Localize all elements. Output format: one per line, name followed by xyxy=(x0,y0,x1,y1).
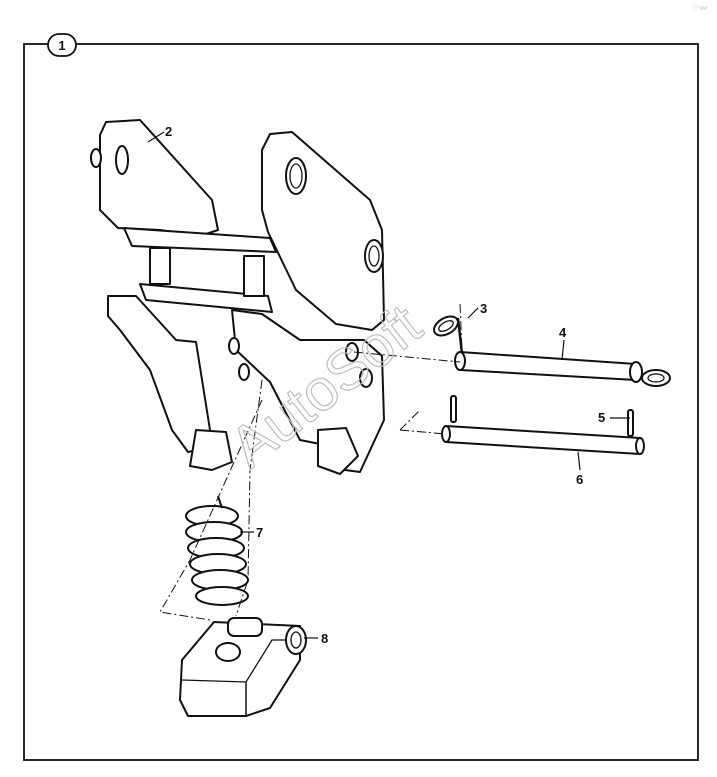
left-hook-body xyxy=(107,295,211,453)
leader-lines xyxy=(147,131,630,639)
coil-spring-part xyxy=(185,495,249,606)
callout-8: 8 xyxy=(321,631,328,646)
right-side-plate xyxy=(261,131,385,331)
left-plate-hole xyxy=(115,145,129,175)
right-plate-bushing-upper xyxy=(285,157,307,195)
mid-cross-member xyxy=(139,283,273,313)
callout-5: 5 xyxy=(598,410,605,425)
centerlines xyxy=(159,303,463,621)
right-jaw xyxy=(317,427,359,475)
callout-6: 6 xyxy=(576,472,583,487)
callout-7: 7 xyxy=(256,525,263,540)
frame-pin-hole-b xyxy=(359,368,373,388)
main-pin-part xyxy=(454,351,671,387)
right-plate-bushing-lower xyxy=(364,239,384,273)
top-cross-member xyxy=(123,227,277,253)
left-web xyxy=(149,247,171,285)
callout-4: 4 xyxy=(559,325,567,340)
frame-number: 1 xyxy=(58,38,65,53)
left-plate-boss xyxy=(90,148,102,168)
frame-hole-b xyxy=(238,363,250,381)
frame-number-badge: 1 xyxy=(47,33,77,57)
left-jaw xyxy=(189,429,233,471)
coupler-frame-part xyxy=(90,119,385,475)
frame-hole-a xyxy=(228,337,240,355)
diagram-frame xyxy=(23,43,699,761)
callout-3: 3 xyxy=(480,301,487,316)
lower-pin-part xyxy=(441,425,645,455)
lynch-pin-part xyxy=(433,315,464,355)
callout-2: 2 xyxy=(165,124,172,139)
left-side-plate xyxy=(99,119,219,237)
roll-pins-part xyxy=(450,395,634,437)
corner-mark: ⓘ ver xyxy=(692,4,708,12)
latch-block-part xyxy=(179,617,307,717)
right-web xyxy=(243,255,265,297)
